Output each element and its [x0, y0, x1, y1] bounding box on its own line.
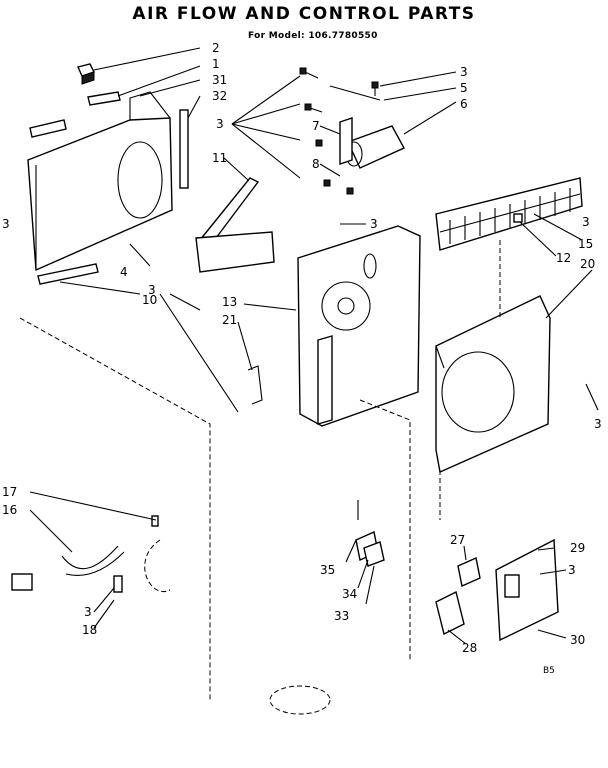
part-clip-21 — [247, 365, 263, 405]
part-vertical-strip — [179, 109, 189, 189]
callout-7: 7 — [312, 119, 320, 133]
callout-28: 28 — [462, 641, 477, 655]
page-code: B5 — [543, 666, 555, 676]
callout-8: 8 — [312, 157, 320, 171]
part-bracket-11 — [195, 177, 275, 273]
callout-3d: 3 — [2, 217, 10, 231]
callout-12: 12 — [556, 251, 571, 265]
callout-3g: 3 — [594, 417, 602, 431]
model-line: For Model: 106.7780550 — [248, 31, 378, 41]
part-thermostat — [355, 500, 385, 567]
callout-labels: 2 1 31 32 3 3 5 6 7 8 11 3 3 4 3 10 13 2… — [2, 41, 602, 655]
callout-33: 33 — [334, 609, 349, 623]
callout-6: 6 — [460, 97, 468, 111]
callout-35: 35 — [320, 563, 335, 577]
callout-31: 31 — [212, 73, 227, 87]
part-clip-12 — [513, 213, 523, 223]
callout-11: 11 — [212, 151, 227, 165]
part-bottom-strip — [37, 263, 99, 285]
callout-3i: 3 — [568, 563, 576, 577]
callout-30: 30 — [570, 633, 585, 647]
callout-1: 1 — [212, 57, 220, 71]
callout-18: 18 — [82, 623, 97, 637]
part-knob-block — [77, 63, 95, 85]
callout-2: 2 — [212, 41, 220, 55]
callout-3h: 3 — [84, 605, 92, 619]
part-capacitor — [339, 117, 405, 169]
callout-16: 16 — [2, 503, 17, 517]
callout-17: 17 — [2, 485, 17, 499]
part-wiring-harness — [11, 515, 159, 593]
callout-34: 34 — [342, 587, 357, 601]
callout-32: 32 — [212, 89, 227, 103]
callout-3e: 3 — [148, 283, 156, 297]
cabinet-dashed-outline — [19, 240, 501, 715]
callout-13: 13 — [222, 295, 237, 309]
callout-29: 29 — [570, 541, 585, 555]
callout-5: 5 — [460, 81, 468, 95]
callout-21: 21 — [222, 313, 237, 327]
part-grille — [435, 177, 583, 251]
leader-lines — [29, 47, 599, 645]
callout-3b: 3 — [216, 117, 224, 131]
callout-10: 10 — [142, 293, 157, 307]
part-seal-strips — [29, 91, 121, 138]
page-title: AIR FLOW AND CONTROL PARTS — [132, 4, 476, 24]
part-control-panel — [435, 538, 559, 642]
part-fan-shroud — [435, 295, 551, 474]
callout-27: 27 — [450, 533, 465, 547]
callout-3f: 3 — [582, 215, 590, 229]
part-screws-top — [299, 67, 381, 195]
callout-3c: 3 — [370, 217, 378, 231]
callout-15: 15 — [578, 237, 593, 251]
callout-4: 4 — [120, 265, 128, 279]
callout-3a: 3 — [460, 65, 468, 79]
part-motor-mount — [297, 225, 421, 427]
callout-20: 20 — [580, 257, 595, 271]
part-air-duct-panel — [27, 91, 173, 272]
